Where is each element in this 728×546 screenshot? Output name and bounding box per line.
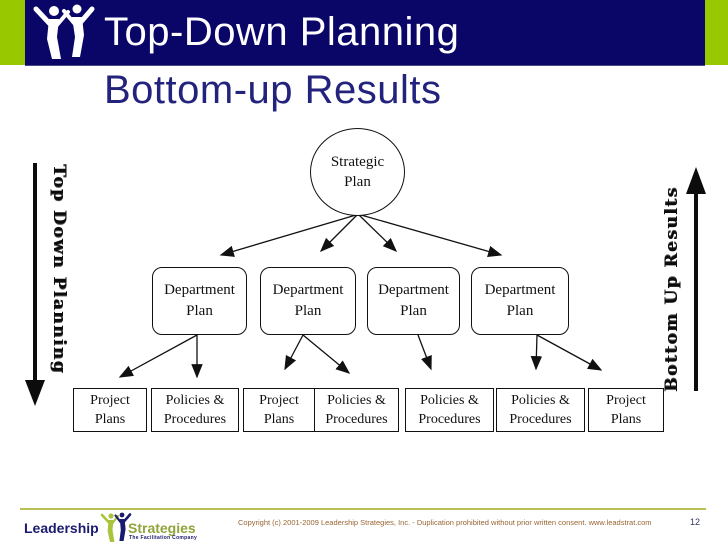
node-department-plan-2: Department Plan: [260, 267, 356, 335]
node-label-line: Department: [272, 282, 344, 298]
node-strategic-plan: Strategic Plan: [310, 128, 405, 216]
page-number: 12: [690, 517, 701, 527]
node-department-plan-1: Department Plan: [152, 267, 247, 335]
node-label-line: Department: [484, 282, 556, 298]
node-label-line: Plans: [94, 412, 126, 427]
node-project-plans-2: Project Plans: [243, 388, 315, 432]
slide-title-line1: Top-Down Planning: [104, 10, 460, 54]
node-label-line: Policies &: [327, 393, 386, 408]
header-green-stripe-right: [705, 0, 728, 65]
node-project-plans-3: Project Plans: [588, 388, 664, 432]
side-label-top-down-planning: Top Down Planning: [49, 164, 69, 375]
bottom-up-arrow: [686, 167, 706, 391]
node-policies-procedures-3: Policies & Procedures: [405, 388, 494, 432]
footer-logo-strategies-text: Strategies: [128, 520, 196, 536]
node-policies-procedures-4: Policies & Procedures: [496, 388, 585, 432]
node-label-line: Plan: [186, 303, 213, 319]
two-figures-logo-icon: [33, 4, 95, 59]
node-label-line: Plan: [344, 174, 371, 190]
top-down-arrow: [25, 163, 45, 406]
header-green-stripe-left: [0, 0, 25, 65]
node-label-line: Policies &: [511, 393, 570, 408]
node-label-line: Plans: [610, 412, 642, 427]
node-label-line: Plan: [400, 303, 427, 319]
node-label-line: Policies &: [420, 393, 479, 408]
two-figures-footer-logo-icon: [100, 512, 132, 542]
node-label-line: Policies &: [165, 393, 225, 408]
node-label-line: Procedures: [509, 412, 572, 427]
node-label-line: Project: [606, 393, 646, 408]
node-label-line: Procedures: [418, 412, 481, 427]
node-department-plan-3: Department Plan: [367, 267, 460, 335]
side-label-bottom-up-results: Bottom Up Results: [662, 186, 682, 392]
node-label-line: Project: [259, 393, 299, 408]
footer-logo-leadership-text: Leadership: [24, 520, 99, 536]
node-label-line: Strategic: [330, 154, 385, 170]
node-label-line: Plan: [506, 303, 534, 319]
footer-logo-tagline: The Facilitation Company: [129, 535, 198, 541]
node-label-line: Plan: [294, 303, 322, 319]
node-policies-procedures-1: Policies & Procedures: [151, 388, 239, 432]
node-label-line: Plans: [263, 412, 295, 427]
node-label-line: Procedures: [163, 412, 227, 427]
node-label-line: Department: [378, 282, 449, 298]
node-project-plans-1: Project Plans: [73, 388, 147, 432]
node-label-line: Project: [90, 393, 130, 408]
node-label-line: Department: [164, 282, 235, 298]
node-label-line: Procedures: [325, 412, 388, 427]
node-policies-procedures-2: Policies & Procedures: [314, 388, 399, 432]
slide-title-line2: Bottom-up Results: [104, 68, 442, 112]
footer-copyright-text: Copyright (c) 2001-2009 Leadership Strat…: [238, 518, 652, 527]
footer-divider-line: [20, 508, 706, 510]
node-department-plan-4: Department Plan: [471, 267, 569, 335]
header-navy-bar: [25, 0, 705, 66]
